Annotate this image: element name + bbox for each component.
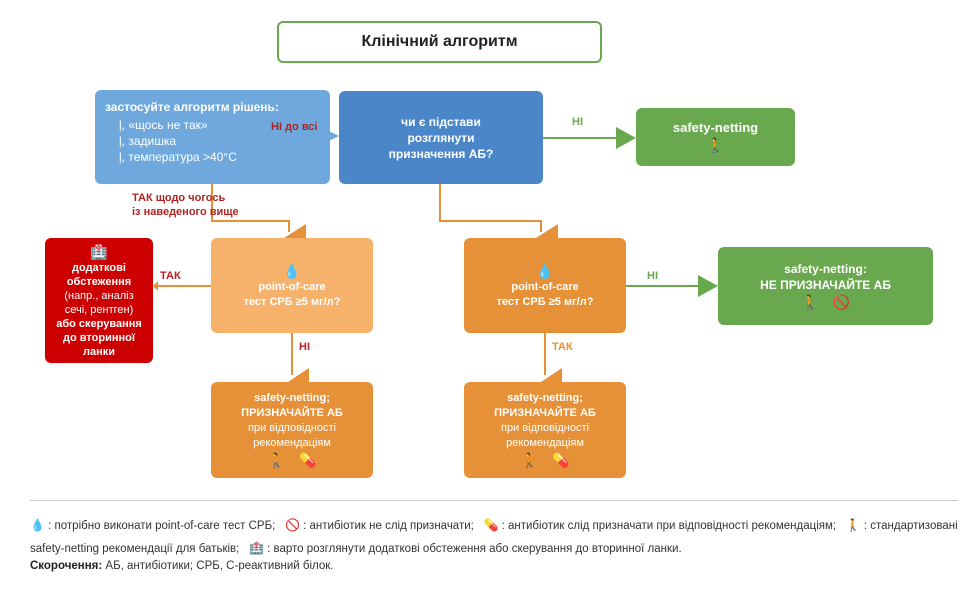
abbreviations: Скорочення: АБ, антибіотики; СРБ, С-реак…	[30, 560, 333, 572]
referral-line: додаткові	[72, 261, 126, 274]
arrow-question-yes	[536, 224, 558, 238]
legend-text: : потрібно виконати point-of-care тест С…	[48, 520, 276, 532]
arrow-start-yes	[284, 224, 306, 238]
label-poc-left-yes: ТАК	[160, 270, 181, 282]
abbreviations-text: АБ, антибіотики; СРБ, С-реактивний білок…	[105, 560, 334, 572]
prescribe-line: при відповідності	[501, 422, 589, 434]
legend-text: : стандартизовані safety-netting рекомен…	[30, 520, 958, 555]
hospital-icon: 🏥	[248, 541, 264, 555]
referral-box: 🏥 додаткові обстеження (напр., аналіз се…	[45, 238, 153, 363]
prescribe-line: рекомендаціям	[253, 437, 331, 449]
referral-line: до вторинної	[63, 331, 135, 344]
edge-question-yes	[439, 184, 542, 232]
person-walking-icon: 🚶	[706, 137, 725, 153]
poc-test-box-left: 💧 point-of-care тест СРБ ≥5 мг/л?	[211, 238, 373, 333]
sn-no-ab-line: НЕ ПРИЗНАЧАЙТЕ АБ	[760, 278, 891, 292]
safety-netting-no-ab-box: safety-netting: НЕ ПРИЗНАЧАЙТЕ АБ 🚶 🚫	[718, 247, 933, 325]
label-poc-right-no: НІ	[647, 270, 658, 282]
prescribe-line: safety-netting;	[507, 392, 583, 404]
referral-line: (напр., аналіз	[64, 289, 134, 302]
prescribe-line: ПРИЗНАЧАЙТЕ АБ	[241, 407, 343, 419]
poc-line: point-of-care	[258, 280, 326, 293]
prescribe-line: рекомендаціям	[506, 437, 584, 449]
prescribe-line: ПРИЗНАЧАЙТЕ АБ	[494, 407, 596, 419]
label-poc-right-yes: ТАК	[552, 341, 573, 353]
pill-icon: 💊	[552, 452, 570, 468]
person-walking-icon: 🚶	[845, 518, 861, 532]
poc-line: тест СРБ ≥5 мг/л?	[496, 295, 594, 308]
referral-line: або скерування	[56, 317, 142, 330]
droplet-icon: 💧	[283, 262, 301, 279]
referral-line: обстеження	[66, 275, 132, 288]
sn-no-ab-line: safety-netting:	[784, 262, 867, 276]
person-walking-icon: 🚶	[801, 294, 819, 310]
droplet-icon: 💧	[30, 518, 45, 532]
divider	[30, 500, 958, 501]
person-walking-icon: 🚶	[267, 452, 285, 468]
referral-line: ланки	[82, 345, 116, 358]
arrow-poc-left-no	[288, 368, 309, 382]
prescribe-line: при відповідності	[248, 422, 336, 434]
start-item: ļ, «щось не так»	[119, 118, 208, 132]
label-yes-any-line: із наведеного вище	[132, 206, 239, 218]
question-line: чи є підстави	[401, 114, 481, 129]
arrow-question-no	[616, 127, 636, 149]
label-question-no: НІ	[572, 116, 583, 128]
referral-line: сечі, рентген)	[64, 303, 134, 316]
diagram-title: Клінічний алгоритм	[277, 21, 602, 63]
question-line: розглянути	[407, 130, 475, 145]
arrow-poc-right-no	[698, 275, 718, 297]
question-line: призначення АБ?	[388, 146, 494, 161]
pill-icon: 💊	[483, 518, 499, 532]
connectors	[153, 126, 718, 382]
arrow-poc-right-yes	[541, 368, 562, 382]
legend-text: : антибіотик не слід призначати;	[303, 520, 474, 532]
start-box: застосуйте алгоритм рішень: ļ, «щось не …	[95, 90, 330, 184]
poc-line: тест СРБ ≥5 мг/л?	[243, 295, 341, 308]
person-walking-icon: 🚶	[520, 452, 538, 468]
prescribe-box-right: safety-netting; ПРИЗНАЧАЙТЕ АБ при відпо…	[464, 382, 626, 478]
label-poc-left-no: НІ	[299, 341, 310, 353]
start-heading: застосуйте алгоритм рішень:	[105, 100, 279, 114]
prescribe-line: safety-netting;	[254, 392, 330, 404]
prohibited-icon: 🚫	[284, 518, 300, 532]
abbreviations-label: Скорочення:	[30, 560, 103, 572]
start-item: ļ, задишка	[119, 134, 177, 148]
legend-text: : антибіотик слід призначати при відпові…	[501, 520, 837, 532]
question-box: чи є підстави розглянути призначення АБ?	[339, 91, 543, 184]
arrow-poc-left-yes	[153, 281, 158, 291]
prohibited-icon: 🚫	[832, 294, 850, 310]
droplet-icon: 💧	[536, 262, 554, 279]
label-no-to-all: НІ до всі	[271, 121, 318, 133]
start-item: ļ, температура >40°C	[119, 150, 237, 164]
poc-line: point-of-care	[511, 280, 579, 293]
pill-icon: 💊	[299, 452, 317, 468]
diagram-title-text: Клінічний алгоритм	[361, 33, 518, 50]
prescribe-box-left: safety-netting; ПРИЗНАЧАЙТЕ АБ при відпо…	[211, 382, 373, 478]
legend: 💧 : потрібно виконати point-of-care тест…	[30, 514, 960, 560]
hospital-icon: 🏥	[90, 243, 108, 260]
edge-start-yes	[211, 184, 290, 232]
safety-netting-box: safety-netting 🚶	[636, 108, 795, 166]
legend-text: : варто розглянути додаткові обстеження …	[267, 543, 682, 555]
poc-test-box-right: 💧 point-of-care тест СРБ ≥5 мг/л?	[464, 238, 626, 333]
label-yes-any-line: ТАК щодо чогось	[132, 192, 226, 204]
safety-netting-title: safety-netting	[672, 120, 759, 135]
label-yes-any: ТАК щодо чогось із наведеного вище	[132, 191, 239, 219]
